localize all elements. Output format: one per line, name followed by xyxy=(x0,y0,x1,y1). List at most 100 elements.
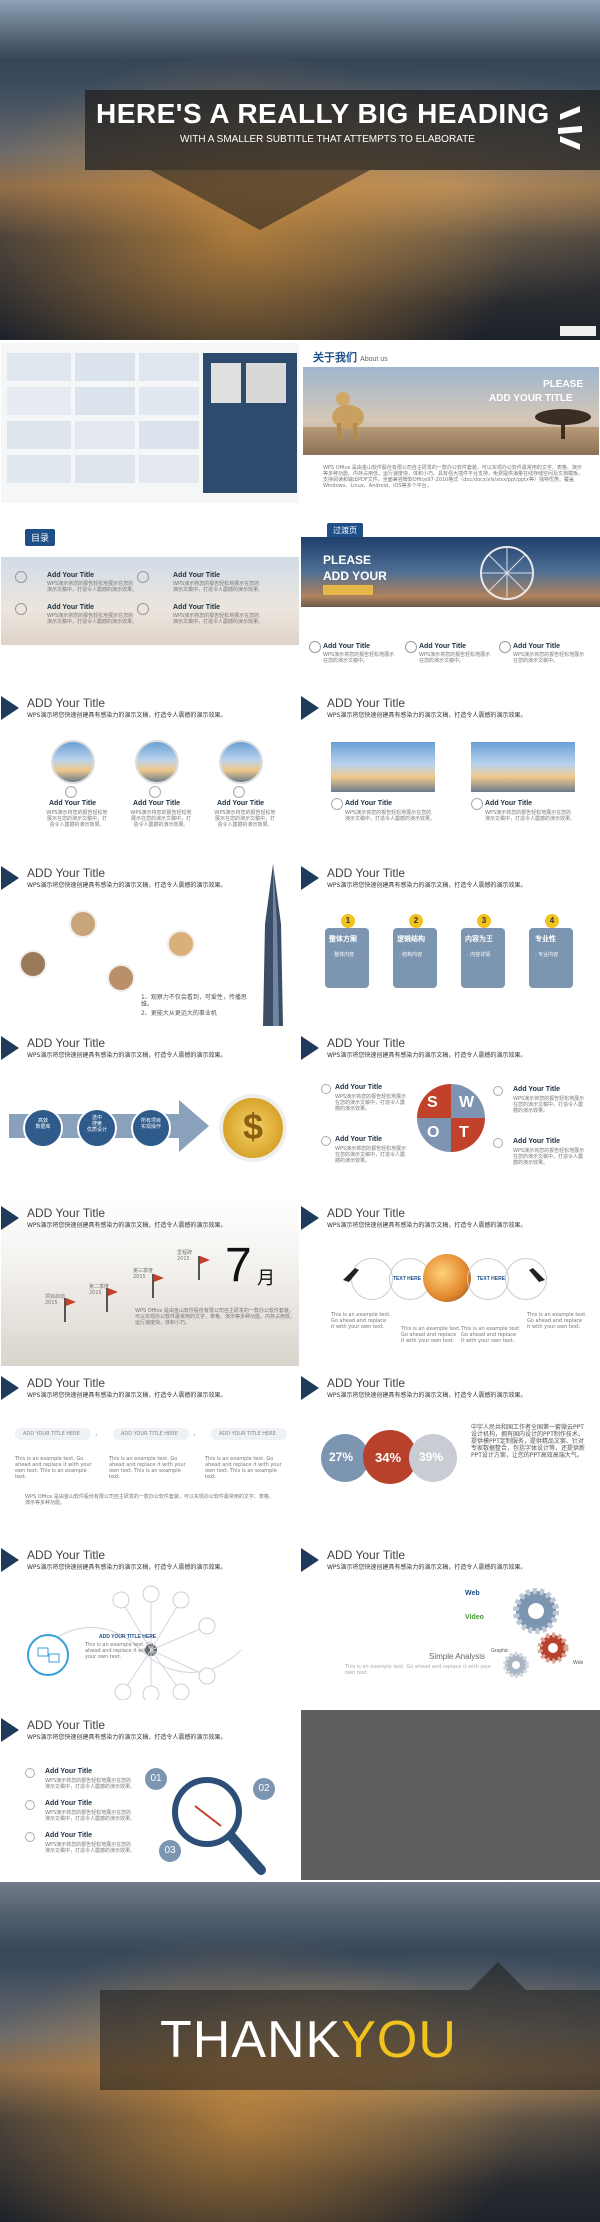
hands-label-1: TEXT HERE xyxy=(393,1276,422,1282)
pill-label-4: 专业性 xyxy=(535,936,556,943)
process-step-3[interactable] xyxy=(131,1108,171,1148)
about-photo: PLEASE ADD YOUR TITLE xyxy=(303,367,599,455)
item-desc-1: WPS演示将您的报告轻松地展示在您的演示文稿中，打造令人震撼的演示效果。 xyxy=(46,810,108,828)
pill-num-3: 3 xyxy=(477,914,491,928)
slide-title: ADD Your Title xyxy=(327,1376,406,1390)
transition-desc-2: WPS演示将您的报告轻松地展示在您的演示文稿中。 xyxy=(419,652,491,664)
timeline-month-char: 月 xyxy=(257,1268,275,1288)
tag-3[interactable] xyxy=(211,1428,287,1440)
slide-toc: 目录 Add Your Title WPS演示将您的报告轻松地展示在您的演示文稿… xyxy=(1,515,299,650)
gears-caption: This is an example text. Go ahead and re… xyxy=(345,1664,492,1676)
avatar xyxy=(69,910,97,938)
transition-photo xyxy=(301,537,600,607)
slide-subtitle: WPS演示将您快速创建具有感染力的演示文稿，打造令人震撼的演示效果。 xyxy=(27,1222,227,1229)
gear-word-4: Web xyxy=(573,1660,584,1666)
tag-arrow-icon: › xyxy=(193,1430,196,1439)
pill-label-1: 整体方案 xyxy=(329,936,357,943)
toc-item-2[interactable]: Add Your Title xyxy=(173,572,221,579)
slide-title: ADD Your Title xyxy=(27,1718,106,1732)
transition-item-3[interactable]: Add Your Title xyxy=(513,643,561,650)
toc-desc-3: WPS演示将您的报告轻松地展示在您的演示文稿中，打造令人震撼的演示效果。 xyxy=(47,613,138,625)
tag-2[interactable] xyxy=(113,1428,189,1440)
slide-about: 关于我们 About us PLEASE ADD YOUR TITLE WPS … xyxy=(301,343,600,503)
pill-1[interactable] xyxy=(325,928,369,988)
swot-item-3: Add Your Title xyxy=(335,1136,383,1143)
pill-num-1: 1 xyxy=(341,914,355,928)
hero-banner: HERE'S A REALLY BIG HEADING WITH A SMALL… xyxy=(0,0,600,340)
swot-desc-3: WPS演示将您的报告轻松地展示在您的演示文稿中，打造令人震撼的演示效果。 xyxy=(335,1146,407,1164)
item-title-3: Add Your Title xyxy=(217,800,265,807)
network-title: ADD YOUR TITLE HERE xyxy=(99,1634,157,1640)
slide-subtitle: WPS演示将您快速创建具有感染力的演示文稿，打造令人震撼的演示效果。 xyxy=(27,1052,227,1059)
mag-item-3: Add Your Title xyxy=(45,1832,93,1839)
avatar xyxy=(107,964,135,992)
pill-3[interactable] xyxy=(461,928,505,988)
process-step-1[interactable] xyxy=(23,1108,63,1148)
flag-label-3: 第三季度 2015 xyxy=(133,1268,154,1280)
slide-process: ADD Your Title WPS演示将您快速创建具有感染力的演示文稿，打造令… xyxy=(1,1028,299,1196)
pill-bullet-3: · 内容详情 xyxy=(467,952,491,958)
magnifier-icon xyxy=(161,1766,271,1878)
cheetah-icon xyxy=(323,381,373,441)
slide-subtitle: WPS演示将您快速创建具有感染力的演示文稿，打造令人震撼的演示效果。 xyxy=(27,1734,227,1741)
slide-timeline: ADD Your Title WPS演示将您快速创建具有感染力的演示文稿，打造令… xyxy=(1,1198,299,1366)
hands-caption-3: This is an example text. Go ahead and re… xyxy=(461,1326,521,1344)
flag-icon xyxy=(197,1256,211,1280)
flag-icon xyxy=(63,1298,77,1322)
slide-magnifier: ADD Your Title WPS演示将您快速创建具有感染力的演示文稿，打造令… xyxy=(1,1710,299,1880)
slide-subtitle: WPS演示将您快速创建具有感染力的演示文稿，打造令人震撼的演示效果。 xyxy=(27,712,227,719)
tag-1[interactable] xyxy=(15,1428,91,1440)
swot-o: O xyxy=(427,1124,440,1141)
slide-network: ADD Your Title WPS演示将您快速创建具有感染力的演示文稿，打造令… xyxy=(1,1540,299,1708)
gear-word-3: Graphic xyxy=(491,1648,509,1654)
mag-item-2: Add Your Title xyxy=(45,1800,93,1807)
gears-heading: Simple Analysis xyxy=(429,1652,486,1661)
about-title-cn: 关于我们 xyxy=(313,352,357,364)
slide-subtitle: WPS演示将您快速创建具有感染力的演示文稿，打造令人震撼的演示效果。 xyxy=(327,1392,527,1399)
percents-body: 中宇人民共和国工作者全国第一套微云PPT设计机构，拥有国内设计的PPT制作技术。… xyxy=(471,1424,586,1459)
avatar xyxy=(19,950,47,978)
item-title-1: Add Your Title xyxy=(345,800,393,807)
tag-caption-3: This is an example text. Go ahead and re… xyxy=(205,1456,282,1480)
slide-subtitle: WPS演示将您快速创建具有感染力的演示文稿，打造令人震撼的演示效果。 xyxy=(327,1564,527,1571)
swot-desc-2: WPS演示将您的报告轻松地展示在您的演示文稿中，打造令人震撼的演示效果。 xyxy=(513,1096,585,1114)
toc-item-3[interactable]: Add Your Title xyxy=(47,604,95,611)
slide-hands: ADD Your Title WPS演示将您快速创建具有感染力的演示文稿，打造令… xyxy=(301,1198,599,1366)
hands-caption-1: This is an example text. Go ahead and re… xyxy=(331,1312,391,1330)
item-desc-2: WPS演示将您的报告轻松地展示在您的演示文稿中，打造令人震撼的演示效果。 xyxy=(130,810,192,828)
pill-num-2: 2 xyxy=(409,914,423,928)
process-step-label-2: 选中 搜索 优质设计 xyxy=(86,1115,107,1133)
percent-circle-3 xyxy=(409,1434,457,1482)
toc-desc-2: WPS演示将您的报告轻松地展示在您的演示文稿中，打造令人震撼的演示效果。 xyxy=(173,581,264,593)
process-step-label-3: 所有项目 实现操作 xyxy=(140,1118,161,1130)
toc-item-1[interactable]: Add Your Title xyxy=(47,572,95,579)
transition-badge: 过渡页 xyxy=(327,523,363,538)
pill-2[interactable] xyxy=(393,928,437,988)
pill-4[interactable] xyxy=(529,928,573,988)
tree-icon xyxy=(533,407,593,439)
slide-title: ADD Your Title xyxy=(327,866,406,880)
toc-desc-4: WPS演示将您的报告轻松地展示在您的演示文稿中，打造令人震撼的演示效果。 xyxy=(173,613,264,625)
slide-title: ADD Your Title xyxy=(27,1548,106,1562)
percent-value-3: 39% xyxy=(419,1450,444,1464)
slide-subtitle: WPS演示将您快速创建具有感染力的演示文稿，打造令人震撼的演示效果。 xyxy=(27,882,227,889)
slide-tags: ADD Your Title WPS演示将您快速创建具有感染力的演示文稿，打造令… xyxy=(1,1368,299,1536)
swot-item-2: Add Your Title xyxy=(513,1086,561,1093)
tag-caption-1: This is an example text. Go ahead and re… xyxy=(15,1456,92,1480)
toc-item-4[interactable]: Add Your Title xyxy=(173,604,221,611)
pill-bullet-1: · 整体内容 xyxy=(331,952,355,958)
percent-circle-2 xyxy=(363,1430,417,1484)
flag-icon xyxy=(151,1274,165,1298)
slide-gears: ADD Your Title WPS演示将您快速创建具有感染力的演示文稿，打造令… xyxy=(301,1540,599,1708)
about-please: PLEASE xyxy=(543,379,584,390)
hero-controls[interactable] xyxy=(560,326,596,336)
transition-item-2[interactable]: Add Your Title xyxy=(419,643,467,650)
transition-item-1[interactable]: Add Your Title xyxy=(323,643,371,650)
dollar-coin-icon: $ xyxy=(219,1094,287,1162)
network-hub-icon xyxy=(27,1634,69,1676)
hand-icon xyxy=(523,1262,547,1286)
slide-title: ADD Your Title xyxy=(27,866,106,880)
circle-photo-1 xyxy=(51,740,95,784)
process-step-2[interactable] xyxy=(77,1108,117,1148)
